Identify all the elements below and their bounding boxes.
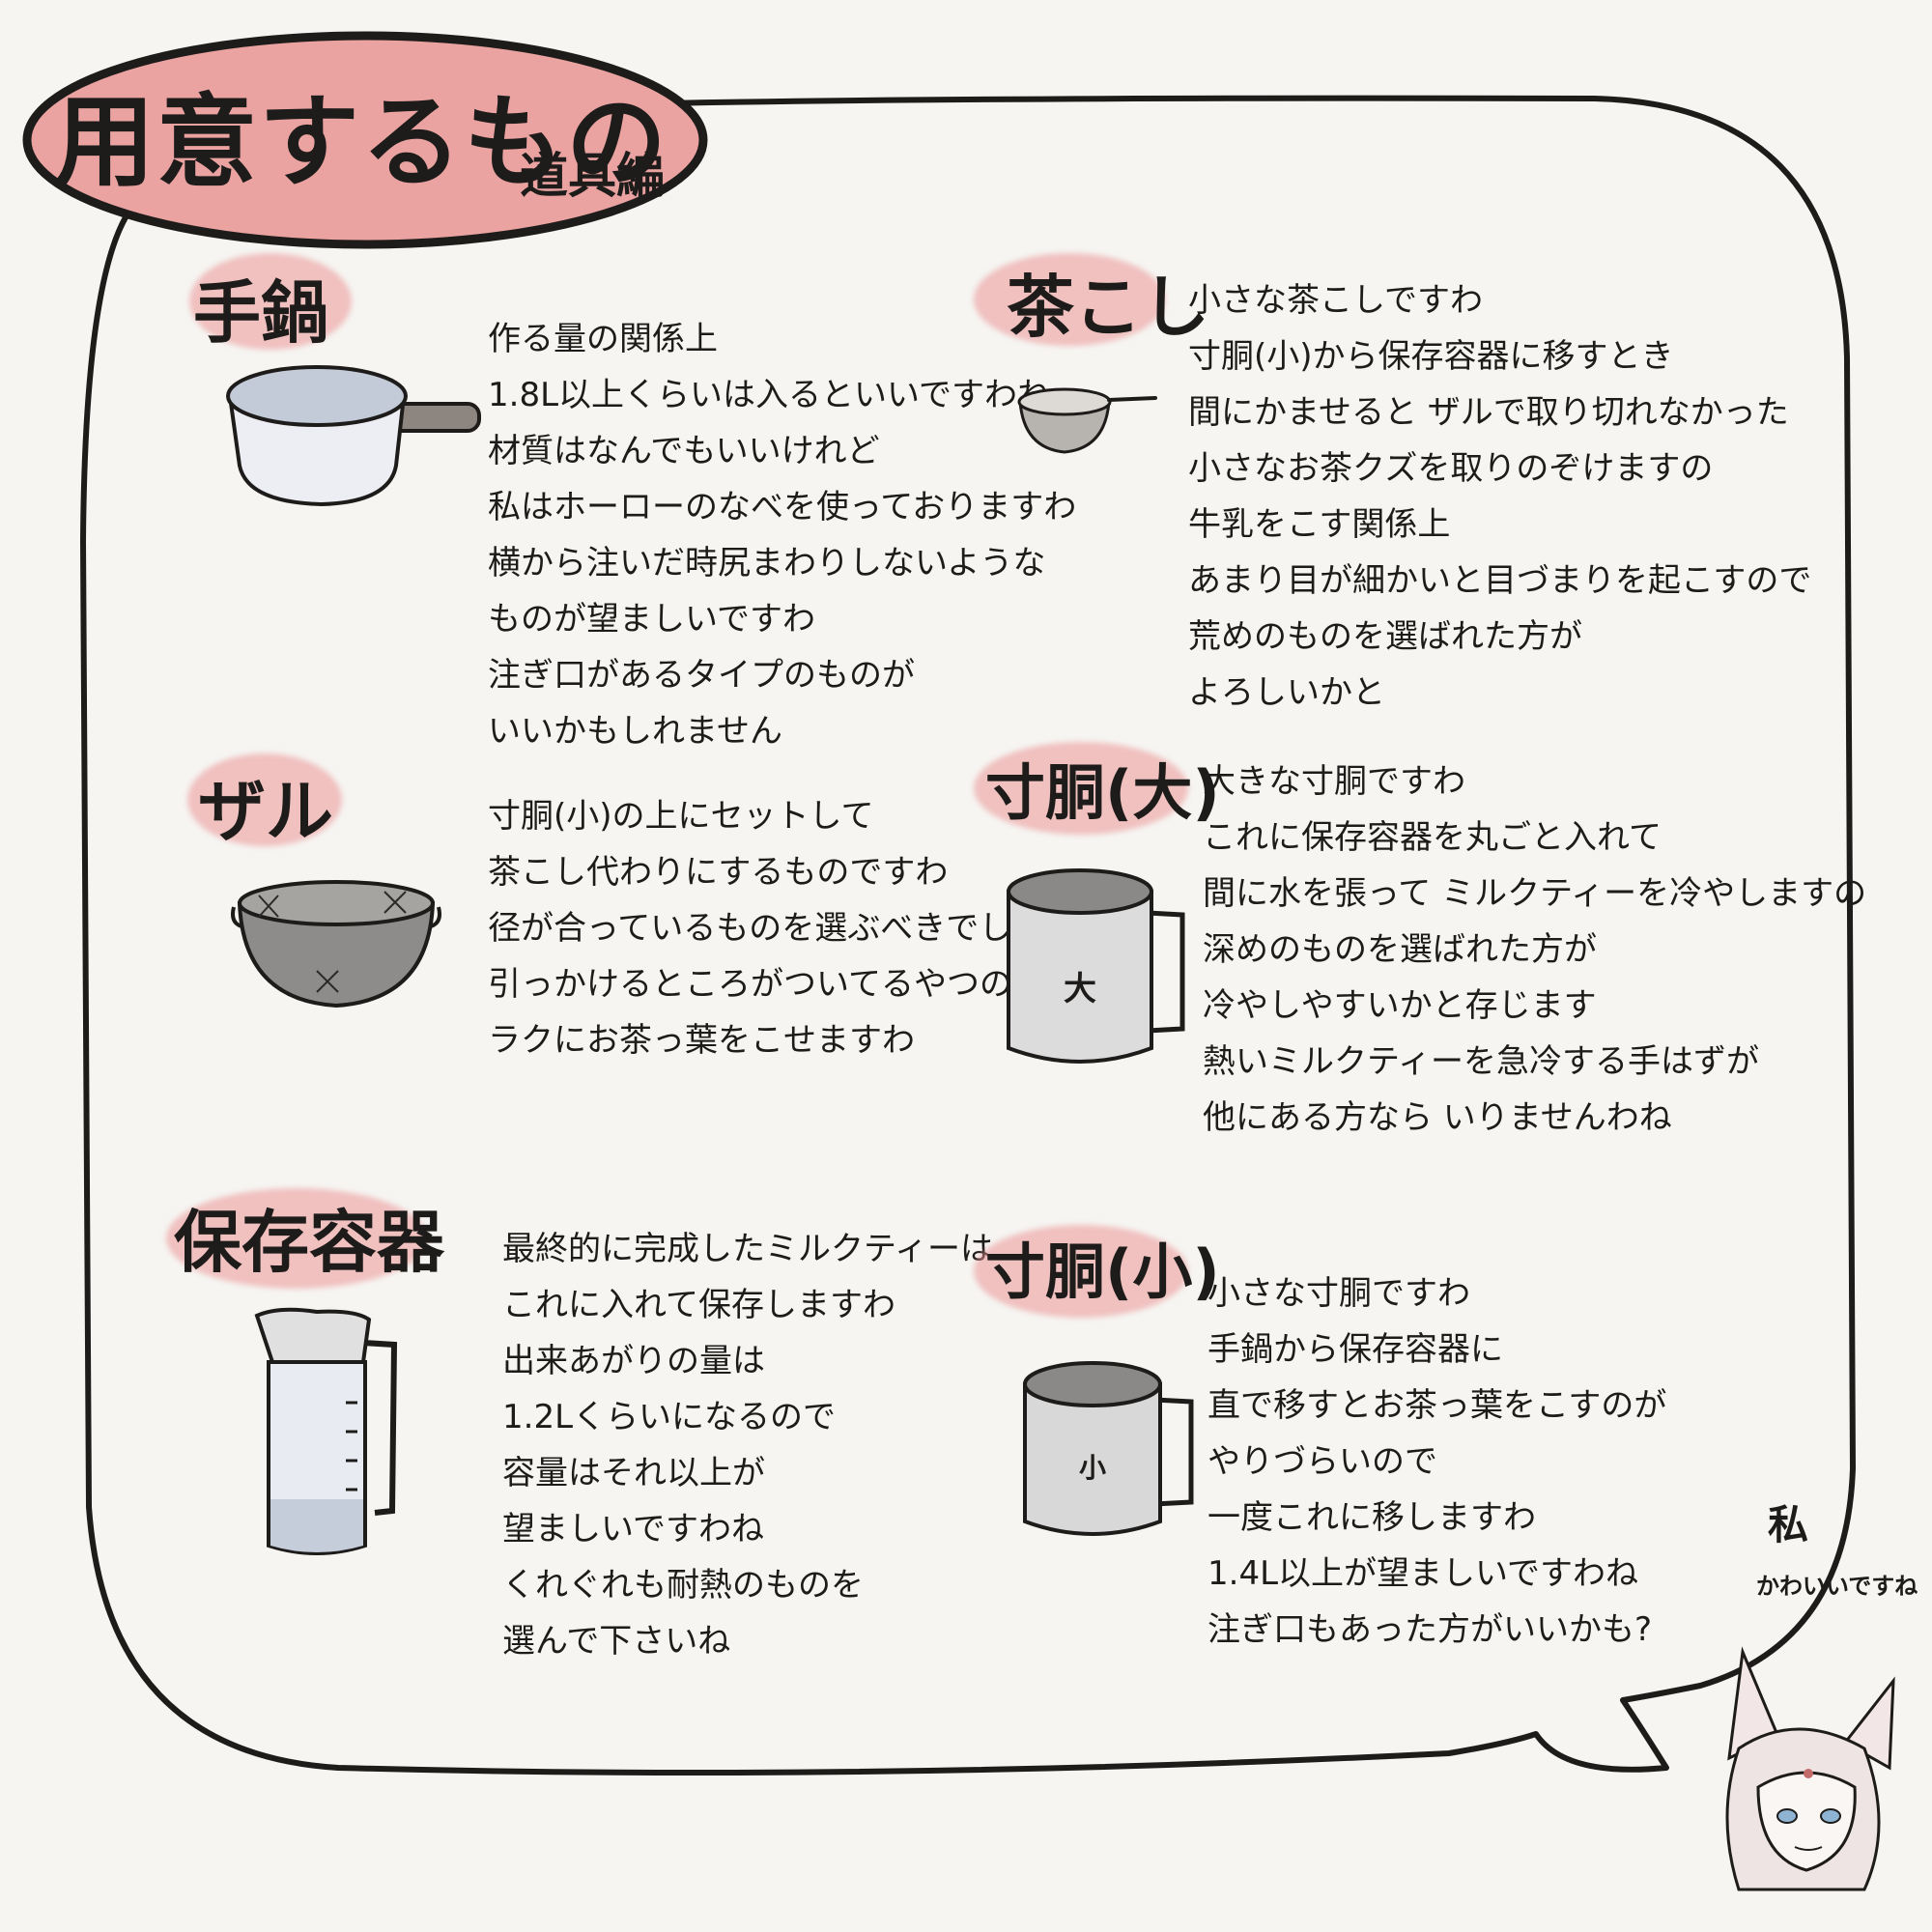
tea-strainer-illustration xyxy=(1017,387,1157,454)
section-label-storage-container: 保存容器 xyxy=(174,1203,444,1282)
description-line: いいかもしれません xyxy=(488,712,782,751)
description-line: やりづらいので xyxy=(1208,1442,1437,1481)
storage-container-illustration xyxy=(254,1307,398,1555)
description-line: あまり目が細かいと目づまりを起こすので xyxy=(1188,561,1812,600)
small-stockpot-description: 小さな寸胴ですわ 手鍋から保存容器に 直で移すとお茶っ葉をこすのが やりづらいの… xyxy=(1208,1265,1666,1658)
small-stockpot-illustration: 小 xyxy=(1023,1361,1194,1536)
character-label: 私 xyxy=(1768,1501,1809,1548)
description-line: 牛乳をこす関係上 xyxy=(1188,505,1451,544)
description-line: 小さな茶こしですわ xyxy=(1188,281,1483,320)
description-line: 私はホーローのなべを使っておりますわ xyxy=(488,488,1077,526)
label-highlight-large-stockpot xyxy=(974,742,1188,835)
description-line: 間に水を張って ミルクティーを冷やしますの xyxy=(1203,874,1867,913)
description-line: 深めのものを選ばれた方が xyxy=(1203,930,1597,969)
description-line: 冷やしやすいかと存じます xyxy=(1203,986,1597,1025)
description-line: 直で移すとお茶っ葉をこすのが xyxy=(1208,1386,1667,1425)
large-stockpot-description: 大きな寸胴ですわ これに保存容器を丸ごと入れて 間に水を張って ミルクティーを冷… xyxy=(1203,753,1866,1146)
description-line: 1.4L以上が望ましいですわね xyxy=(1208,1554,1638,1593)
description-line: 注ぎ口もあった方がいいかも? xyxy=(1208,1610,1653,1649)
section-label-tea-strainer: 茶こし xyxy=(1007,268,1209,347)
section-label-hand-pot: 手鍋 xyxy=(193,273,328,353)
label-highlight-storage-container xyxy=(166,1188,427,1289)
character-illustration xyxy=(1725,1646,1895,1891)
description-line: 熱いミルクティーを急冷する手はずが xyxy=(1203,1042,1759,1081)
description-line: 容量はそれ以上が xyxy=(502,1454,765,1492)
description-line: 寸胴(小)の上にセットして xyxy=(488,797,874,836)
tea-strainer-description: 小さな茶こしですわ 寸胴(小)から保存容器に移すとき 間にかませると ザルで取り… xyxy=(1188,272,1811,721)
description-line: 横から注いだ時尻まわりしないような xyxy=(488,544,1046,582)
label-highlight-hand-pot xyxy=(189,253,352,350)
colander-description: 寸胴(小)の上にセットして 茶こし代わりにするものですわ 径が合っているものを選… xyxy=(488,788,1110,1068)
section-label-large-stockpot: 寸胴(大) xyxy=(985,757,1220,828)
description-line: 1.8L以上くらいは入るといいですわね xyxy=(488,376,1050,414)
description-line: 小さなお茶クズを取りのぞけますの xyxy=(1188,449,1714,488)
description-line: 荒めのものを選ばれた方が xyxy=(1188,617,1582,656)
large-pot-mark: 大 xyxy=(1064,970,1096,1009)
description-line: 選んで下さいね xyxy=(502,1622,731,1661)
large-stockpot-illustration: 大 xyxy=(1007,868,1185,1064)
description-line: よろしいかと xyxy=(1188,673,1385,712)
description-line: 間にかませると ザルで取り切れなかった xyxy=(1188,393,1789,432)
character-caption: かわいいですね xyxy=(1756,1573,1918,1600)
description-line: 茶こし代わりにするものですわ xyxy=(488,853,949,892)
description-line: 寸胴(小)から保存容器に移すとき xyxy=(1188,337,1674,376)
label-highlight-small-stockpot xyxy=(974,1225,1188,1318)
storage-container-description: 最終的に完成したミルクティーは これに入れて保存しますわ 出来あがりの量は 1.… xyxy=(502,1221,993,1669)
description-line: これに入れて保存しますわ xyxy=(502,1286,895,1324)
title-oval xyxy=(22,31,708,249)
label-highlight-colander xyxy=(187,753,342,846)
small-pot-mark: 小 xyxy=(1079,1452,1106,1484)
hand-pot-illustration xyxy=(226,365,481,507)
description-line: 注ぎ口があるタイプのものが xyxy=(488,656,915,695)
description-line: 大きな寸胴ですわ xyxy=(1203,762,1465,801)
description-line: ものが望ましいですわ xyxy=(488,600,815,639)
section-label-colander: ザル xyxy=(198,772,333,851)
description-line: 一度これに移しますわ xyxy=(1208,1498,1536,1537)
description-line: 望ましいですわね xyxy=(502,1510,764,1548)
description-line: 最終的に完成したミルクティーは xyxy=(502,1230,993,1268)
description-line: これに保存容器を丸ごと入れて xyxy=(1203,818,1662,857)
description-line: 材質はなんでもいいけれど xyxy=(488,432,880,470)
label-highlight-tea-strainer xyxy=(974,253,1165,346)
description-line: 1.2Lくらいになるので xyxy=(502,1398,837,1436)
description-line: 小さな寸胴ですわ xyxy=(1208,1274,1470,1313)
page-title: 用意するもの xyxy=(54,83,669,201)
hand-pot-description: 作る量の関係上 1.8L以上くらいは入るといいですわね 材質はなんでもいいけれど… xyxy=(488,311,1076,759)
description-line: くれぐれも耐熱のものを xyxy=(502,1566,864,1605)
colander-illustration xyxy=(231,880,441,1009)
title-banner: 用意するもの 道具編 xyxy=(17,29,713,251)
description-line: 出来あがりの量は xyxy=(502,1342,765,1380)
description-line: 他にある方なら いりませんわね xyxy=(1203,1098,1672,1137)
description-line: 引っかけるところがついてるやつの方が xyxy=(488,965,1078,1004)
description-line: ラクにお茶っ葉をこせますわ xyxy=(488,1021,915,1060)
description-line: 手鍋から保存容器に xyxy=(1208,1330,1503,1369)
page-subtitle: 道具編 xyxy=(520,148,665,204)
description-line: 径が合っているものを選ぶべきでしょうね xyxy=(488,909,1111,948)
description-line: 作る量の関係上 xyxy=(488,320,718,358)
section-label-small-stockpot: 寸胴(小) xyxy=(985,1236,1220,1307)
